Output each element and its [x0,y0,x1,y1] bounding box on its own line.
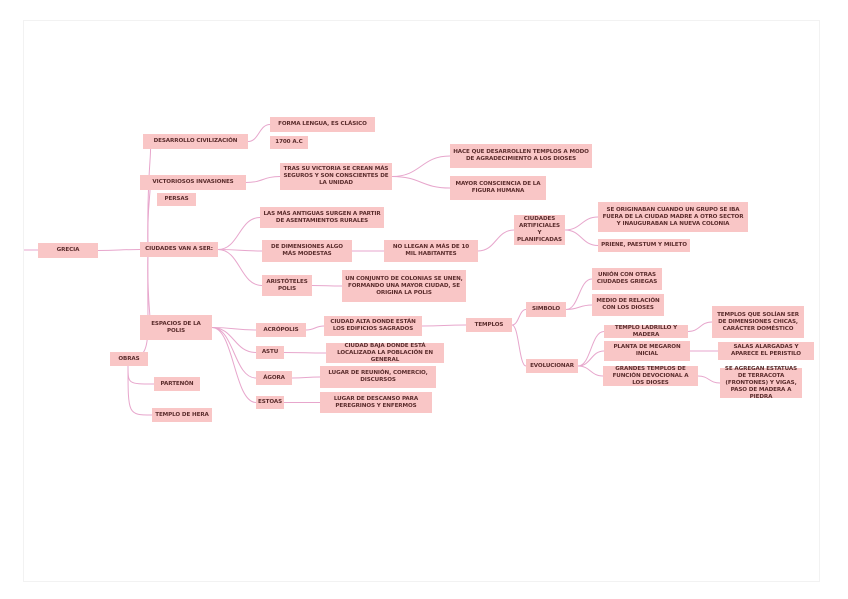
connector-espacios-estoas [211,327,257,403]
connector-ciudades-aristoteles [217,249,263,286]
connector-acropolis-alta [305,325,325,331]
node-agora[interactable]: ÁGORA [256,371,292,385]
node-priene[interactable]: PRIENE, PAESTUM Y MILETO [598,239,690,252]
node-fecha[interactable]: 1700 A.C [270,136,308,149]
node-ladrillo[interactable]: TEMPLO LADRILLO Y MADERA [604,325,688,338]
connector-agora-lugar [291,376,321,379]
connector-grandes-estatuas [697,375,721,384]
connector-aristoteles-conjunto [311,285,343,287]
connector-obras-partenon [127,365,155,385]
connector-evolucionar-grandes [577,365,604,377]
connector-simbolo-medio [565,304,593,310]
node-conjunto[interactable]: UN CONJUNTO DE COLONIAS SE UNEN, FORMAND… [342,270,466,302]
node-salas[interactable]: SALAS ALARGADAS Y APARECE EL PERISTILO [718,342,814,360]
node-simbolo[interactable]: SIMBOLO [526,302,566,317]
connector-evolucionar-ladrillo [577,331,605,367]
connector-artificiales-priene [564,229,599,246]
connector-grecia-obras [109,250,149,360]
connector-alta-templos [421,324,467,327]
connector-evolucionar-megaron [577,350,605,367]
node-originaban[interactable]: SE ORIGINABAN CUANDO UN GRUPO SE IBA FUE… [598,202,748,232]
connector-simbolo-union [565,278,593,310]
node-evolucionar[interactable]: EVOLUCIONAR [526,359,578,373]
node-desarrollo[interactable]: DESARROLLO CIVILIZACIÓN [143,134,248,149]
node-astu[interactable]: ASTU [256,346,284,359]
connector-ciudades-antiguas [217,217,261,250]
node-victoriosos[interactable]: VICTORIOSOS INVASIONES [140,175,246,190]
node-estoas[interactable]: ESTOAS [256,396,284,409]
node-aristoteles[interactable]: ARISTÓTELES POLIS [262,275,312,296]
node-tras[interactable]: TRAS SU VICTORIA SE CREAN MÁS SEGUROS Y … [280,163,392,190]
node-antiguas[interactable]: LAS MÁS ANTIGUAS SURGEN A PARTIR DE ASEN… [260,207,384,228]
connector-tras-mayor [391,176,451,189]
node-partenon[interactable]: PARTENÓN [154,377,200,391]
connector-desarrollo-forma [247,124,271,142]
connector-grecia-ciudades [97,249,141,251]
node-descanso[interactable]: LUGAR DE DESCANSO PARA PEREGRINOS Y ENFE… [320,392,432,413]
connector-tras-hace [391,155,451,177]
node-hace[interactable]: HACE QUE DESARROLLEN TEMPLOS A MODO DE A… [450,144,592,168]
connector-ladrillo-chicas [687,321,713,332]
node-obras[interactable]: OBRAS [110,352,148,366]
node-medio[interactable]: MEDIO DE RELACIÓN CON LOS DIOSES [592,294,664,316]
connector-espacios-astu [211,327,257,353]
node-hera[interactable]: TEMPLO DE HERA [152,408,212,422]
node-persas[interactable]: PERSAS [157,193,196,206]
node-artificiales[interactable]: CIUDADES ARTIFICIALES Y PLANIFICADAS [514,215,565,245]
node-dimensiones[interactable]: DE DIMENSIONES ALGO MÁS MODESTAS [262,240,352,262]
connector-artificiales-originaban [564,216,599,231]
node-ciudades[interactable]: CIUDADES VAN A SER: [140,242,218,257]
connector-nollegan-artificiales [477,229,515,252]
connector-templos-evolucionar [511,324,527,367]
node-chicas[interactable]: TEMPLOS QUE SOLÍAN SER DE DIMENSIONES CH… [712,306,804,338]
node-acropolis[interactable]: ACRÓPOLIS [256,323,306,337]
node-mayor[interactable]: MAYOR CONSCIENCIA DE LA FIGURA HUMANA [450,176,546,200]
connector-templos-simbolo [511,309,527,326]
connector-obras-hera [127,365,153,416]
node-templos[interactable]: TEMPLOS [466,318,512,332]
page-canvas [23,20,820,582]
node-grandes[interactable]: GRANDES TEMPLOS DE FUNCIÓN DEVOCIONAL A … [603,366,698,386]
connector-espacios-agora [211,327,257,379]
node-alta[interactable]: CIUDAD ALTA DONDE ESTÁN LOS EDIFICIOS SA… [324,316,422,336]
node-union[interactable]: UNIÓN CON OTRAS CIUDADES GRIEGAS [592,268,662,290]
connector-astu-baja [283,352,327,354]
node-forma[interactable]: FORMA LENGUA, ES CLÁSICO [270,117,375,132]
node-nollegan[interactable]: NO LLEGAN A MÁS DE 10 MIL HABITANTES [384,240,478,262]
node-estatuas[interactable]: SE AGREGAN ESTATUAS DE TERRACOTA (FRONTO… [720,366,802,400]
node-baja[interactable]: CIUDAD BAJA DONDE ESTÁ LOCALIZADA LA POB… [326,343,444,363]
connector-victoriosos-tras [245,176,281,183]
connector-ciudades-dimensiones [217,249,263,252]
node-espacios[interactable]: ESPACIOS DE LA POLIS [140,315,212,340]
node-megaron[interactable]: PLANTA DE MEGARON INICIAL [604,341,690,361]
node-grecia[interactable]: GRECIA [38,243,98,258]
node-lugar[interactable]: LUGAR DE REUNIÓN, COMERCIO, DISCURSOS [320,366,436,388]
